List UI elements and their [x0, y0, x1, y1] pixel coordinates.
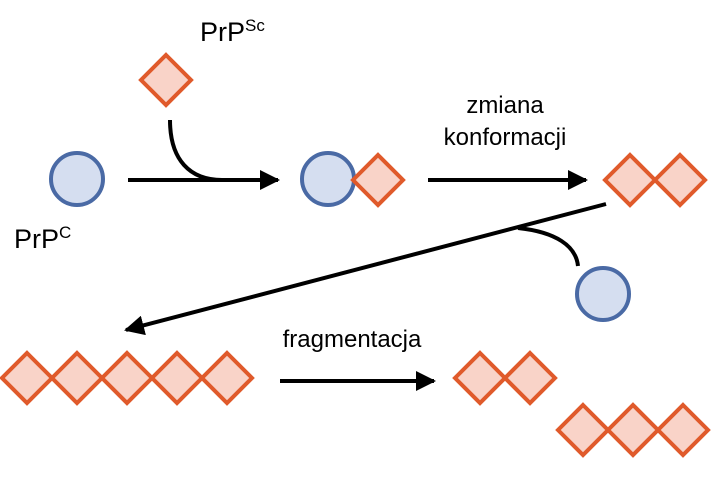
dimer-diamond-1: [602, 152, 658, 208]
bound-prpc-circle: [300, 151, 356, 207]
fragment-trimer-diamond-1: [555, 402, 611, 458]
fragment-trimer-diamond-2: [605, 402, 661, 458]
prpsc-label: PrPSc: [200, 16, 265, 47]
bound-prpsc-diamond: [350, 152, 406, 208]
prpc-join-curve: [517, 226, 580, 267]
fragment-dimer-diamond-1: [452, 350, 508, 406]
fragment-trimer: [555, 402, 711, 458]
polymer-chain: [0, 350, 255, 406]
fragment-dimer-diamond-2: [502, 350, 558, 406]
fragment-dimer: [452, 350, 558, 406]
dimer: [602, 152, 708, 208]
polymer-diamond-2: [49, 350, 105, 406]
polymer-diamond-3: [99, 350, 155, 406]
dimer-diamond-2: [652, 152, 708, 208]
conversion-label-line1: zmiana: [466, 92, 544, 119]
prpc-circle: [49, 151, 105, 207]
polymer-diamond-1: [0, 350, 55, 406]
prpsc-join-curve: [168, 119, 223, 182]
polymer-diamond-4: [149, 350, 205, 406]
fragment-trimer-diamond-3: [655, 402, 711, 458]
elongation-arrow: [124, 202, 607, 336]
prpc-label: PrPC: [14, 223, 71, 254]
polymer-diamond-5: [199, 350, 255, 406]
recruited-prpc-circle: [575, 266, 631, 322]
fragmentation-label: fragmentacja: [283, 326, 422, 353]
conversion-label-line2: konformacji: [444, 124, 567, 151]
prpsc-diamond: [138, 52, 194, 108]
